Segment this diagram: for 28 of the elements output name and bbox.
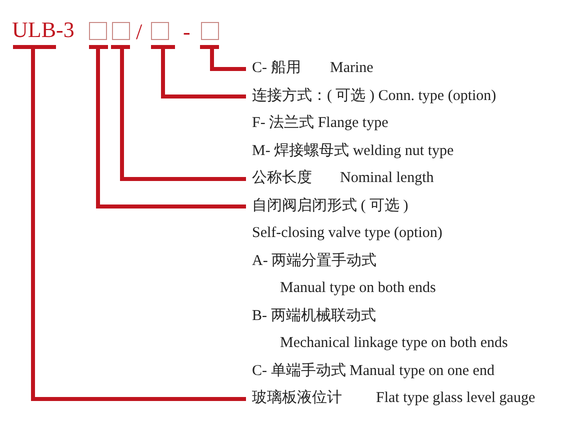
description-text: C- 船用 — [252, 59, 301, 77]
description-text: M- 焊接螺母式 welding nut type — [252, 142, 454, 160]
code-box — [112, 22, 130, 40]
model-code: ULB-3 — [12, 18, 74, 42]
description-text: Flat type glass level gauge — [376, 389, 536, 407]
description-text: Nominal length — [340, 169, 434, 187]
description-text: 玻璃板液位计 — [252, 389, 342, 407]
description-text: F- 法兰式 Flange type — [252, 114, 388, 132]
leader-line — [198, 45, 248, 71]
code-box — [201, 22, 219, 40]
code-separator: / — [136, 20, 142, 44]
description-text: Self-closing valve type (option) — [252, 224, 442, 242]
leader-line — [109, 45, 248, 181]
description-text: Manual type on both ends — [280, 279, 436, 297]
description-text: A- 两端分置手动式 — [252, 252, 377, 270]
leader-line — [11, 45, 248, 401]
description-text: 连接方式：( 可选 ) Conn. type (option) — [252, 86, 496, 104]
leader-line — [149, 45, 248, 98]
leader-line — [87, 45, 248, 208]
description-text: 公称长度 — [252, 169, 312, 187]
description-text: 自闭阀启闭形式 ( 可选 ) — [252, 196, 408, 214]
description-text: B- 两端机械联动式 — [252, 306, 376, 324]
code-box — [89, 22, 107, 40]
description-text: Marine — [330, 59, 374, 77]
description-text: Mechanical linkage type on both ends — [280, 334, 508, 352]
description-text: C- 单端手动式 Manual type on one end — [252, 362, 494, 380]
code-separator: - — [183, 20, 190, 44]
code-box — [151, 22, 169, 40]
